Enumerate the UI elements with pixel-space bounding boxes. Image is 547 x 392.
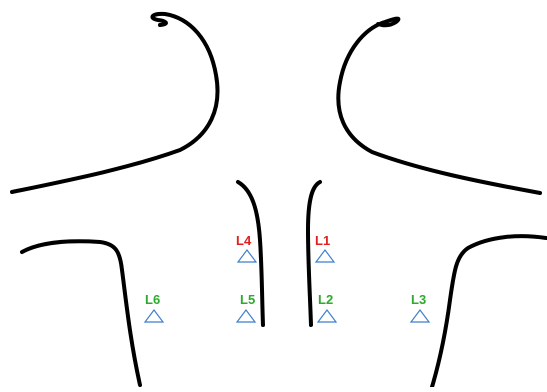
marker-label-l6: L6 [145, 293, 160, 306]
triangle-marker-icon[interactable] [316, 250, 334, 262]
marker-label-l2: L2 [318, 293, 333, 306]
right-arm-contour [432, 236, 546, 387]
triangle-marker-icon[interactable] [318, 310, 336, 322]
triangle-marker-icon[interactable] [238, 250, 256, 262]
marker-label-l5: L5 [240, 293, 255, 306]
right-ear-curve [338, 19, 540, 193]
marker-label-l3: L3 [411, 293, 426, 306]
marker-triangles [145, 250, 429, 322]
left-arm-contour [22, 241, 140, 385]
triangle-marker-icon[interactable] [411, 310, 429, 322]
triangle-marker-icon[interactable] [145, 310, 163, 322]
triangle-marker-icon[interactable] [237, 310, 255, 322]
left-ear-curve [12, 14, 218, 192]
marker-label-l4: L4 [236, 234, 251, 247]
marker-label-l1: L1 [315, 234, 330, 247]
